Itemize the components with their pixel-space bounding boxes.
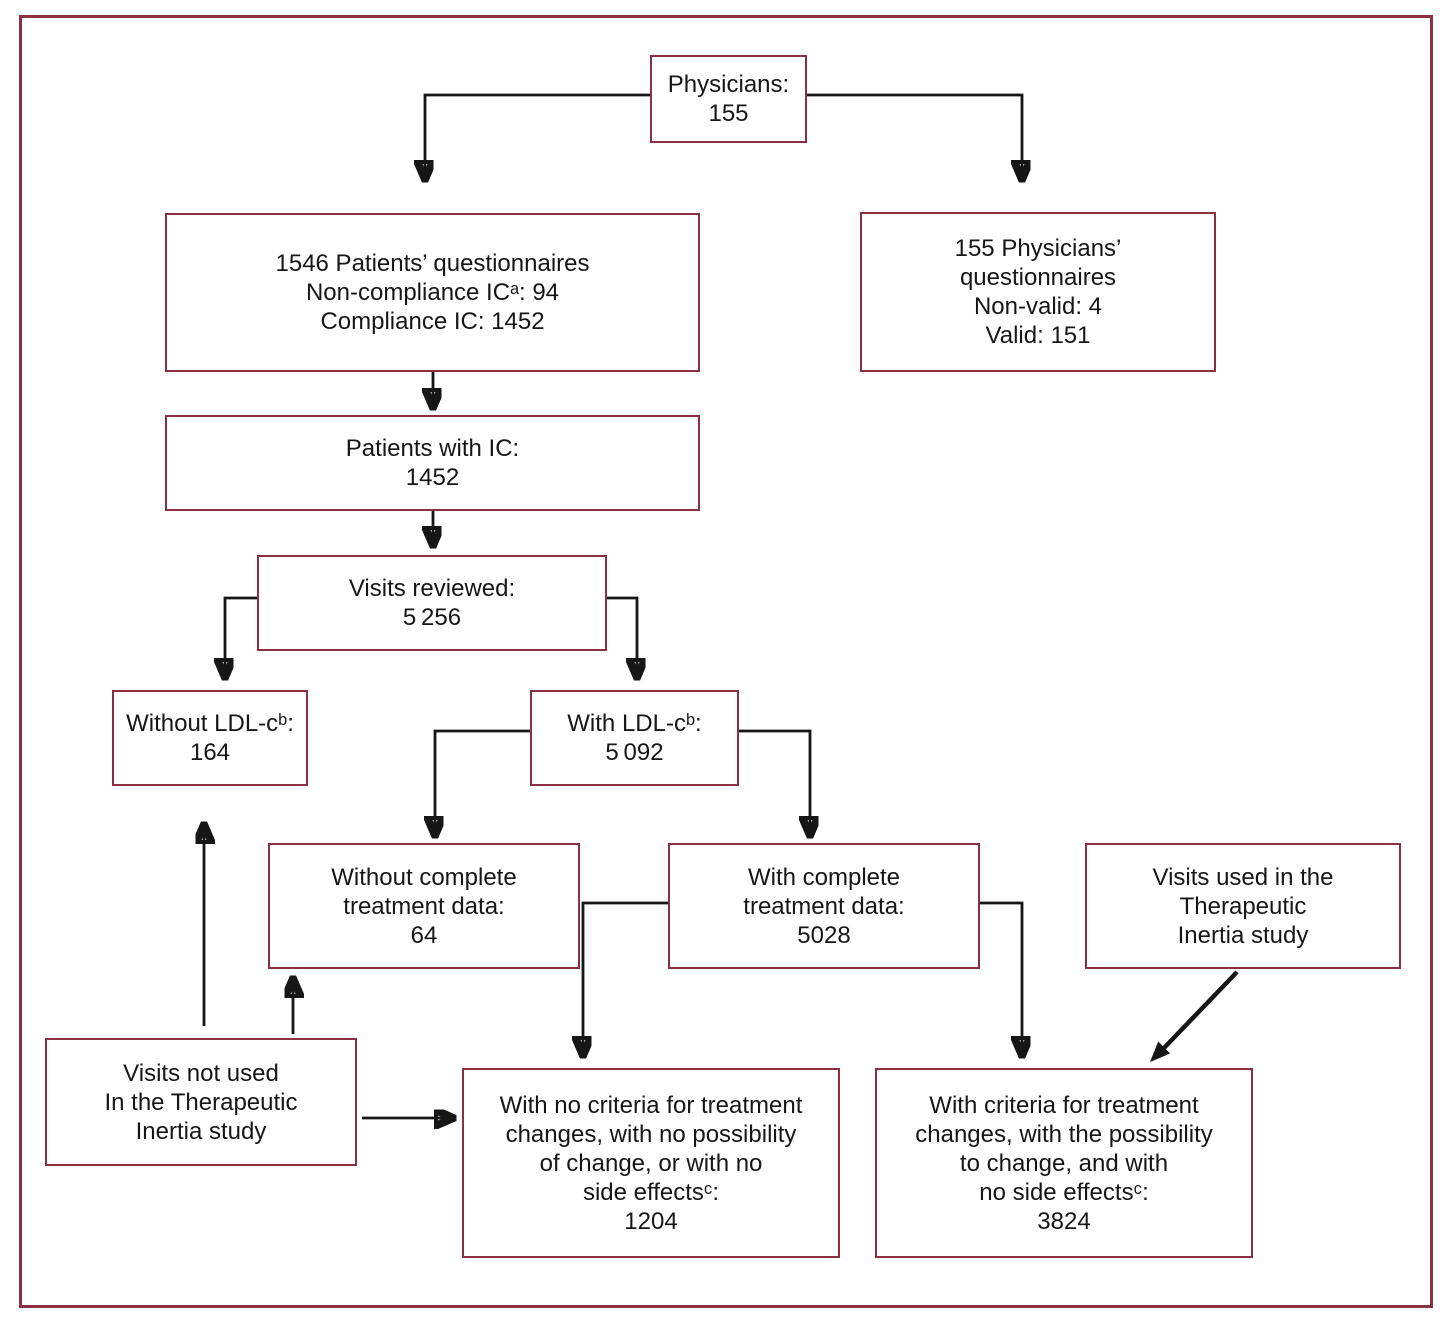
node-line: In the Therapeutic [104, 1088, 298, 1116]
node-line: Compliance IC: 1452 [320, 308, 545, 335]
node-with-complete-treatment: With complete treatment data: 5028 [668, 843, 980, 969]
node-line: 155 [708, 100, 749, 127]
node-line: 1452 [405, 464, 460, 491]
node-line: 3824 [1037, 1207, 1091, 1235]
edge-with-ldl-to-without-complete [435, 729, 530, 834]
node-line: 5 092 [605, 739, 664, 766]
node-line: With complete [747, 863, 901, 891]
node-criteria-for-change: With criteria for treatment changes, wit… [875, 1068, 1253, 1258]
node-visits-used: Visits used in the Therapeutic Inertia s… [1085, 843, 1401, 969]
node-line: Inertia study [1177, 921, 1309, 949]
node-visits-reviewed: Visits reviewed: 5 256 [257, 555, 607, 651]
node-no-criteria-for-change: With no criteria for treatment changes, … [462, 1068, 840, 1258]
node-with-ldl: With LDL-cᵇ: 5 092 [530, 690, 739, 786]
node-line: 164 [189, 739, 231, 766]
node-line: Physicians: [667, 71, 790, 98]
node-without-complete-treatment: Without complete treatment data: 64 [268, 843, 580, 969]
node-without-ldl: Without LDL-cᵇ: 164 [112, 690, 308, 786]
edge-visits-reviewed-to-without-ldl [225, 596, 257, 676]
node-line: no side effectsᶜ: [979, 1178, 1149, 1206]
node-line: Without complete [331, 863, 517, 891]
node-line: 1204 [624, 1207, 678, 1235]
node-line: With LDL-cᵇ: [567, 710, 702, 737]
node-line: Visits reviewed: [348, 575, 516, 602]
node-line: With criteria for treatment [929, 1091, 1199, 1119]
node-line: 5028 [797, 921, 851, 949]
node-line: changes, with the possibility [915, 1120, 1213, 1148]
node-line: Therapeutic [1179, 892, 1307, 920]
node-line: Visits used in the [1152, 863, 1334, 891]
edge-with-complete-to-criteria [980, 901, 1022, 1054]
node-line: of change, or with no [539, 1149, 763, 1177]
node-line: Non-compliance ICᵃ: 94 [305, 279, 560, 306]
node-line: Patients with IC: [345, 435, 520, 462]
node-line: Inertia study [135, 1117, 267, 1145]
edge-visits-used-to-criteria-line [1162, 970, 1239, 1050]
edge-with-complete-to-no-criteria [583, 901, 668, 1054]
node-line: treatment data: [343, 892, 505, 920]
node-line: 5 256 [402, 604, 462, 631]
node-visits-not-used: Visits not used In the Therapeutic Inert… [45, 1038, 357, 1166]
node-patients-questionnaires: 1546 Patients’ questionnaires Non-compli… [165, 213, 700, 372]
node-line: 155 Physicians’ [954, 235, 1122, 262]
edge-physicians-to-physician-questionnaires [807, 93, 1022, 178]
node-patients-with-ic: Patients with IC: 1452 [165, 415, 700, 511]
node-line: 64 [410, 921, 438, 949]
edge-physicians-to-patient-questionnaires [425, 93, 650, 178]
node-physicians: Physicians: 155 [650, 55, 807, 143]
node-physicians-questionnaires: 155 Physicians’ questionnaires Non-valid… [860, 212, 1216, 372]
node-line: treatment data: [743, 892, 905, 920]
node-line: questionnaires [959, 264, 1117, 291]
node-line: Visits not used [123, 1059, 279, 1087]
edge-visits-reviewed-to-with-ldl [607, 596, 637, 676]
node-line: side effectsᶜ: [582, 1178, 720, 1206]
node-line: to change, and with [959, 1149, 1169, 1177]
node-line: Non-valid: 4 [973, 293, 1103, 320]
node-line: changes, with no possibility [505, 1120, 797, 1148]
figure-border [19, 15, 1433, 1308]
node-line: 1546 Patients’ questionnaires [275, 250, 590, 277]
node-line: Valid: 151 [985, 322, 1091, 349]
node-line: Without LDL-cᵇ: [126, 710, 294, 737]
node-line: With no criteria for treatment [499, 1091, 803, 1119]
edge-with-ldl-to-with-complete [739, 729, 810, 834]
edge-visits-used-to-criteria-arrowhead [1150, 1041, 1171, 1062]
